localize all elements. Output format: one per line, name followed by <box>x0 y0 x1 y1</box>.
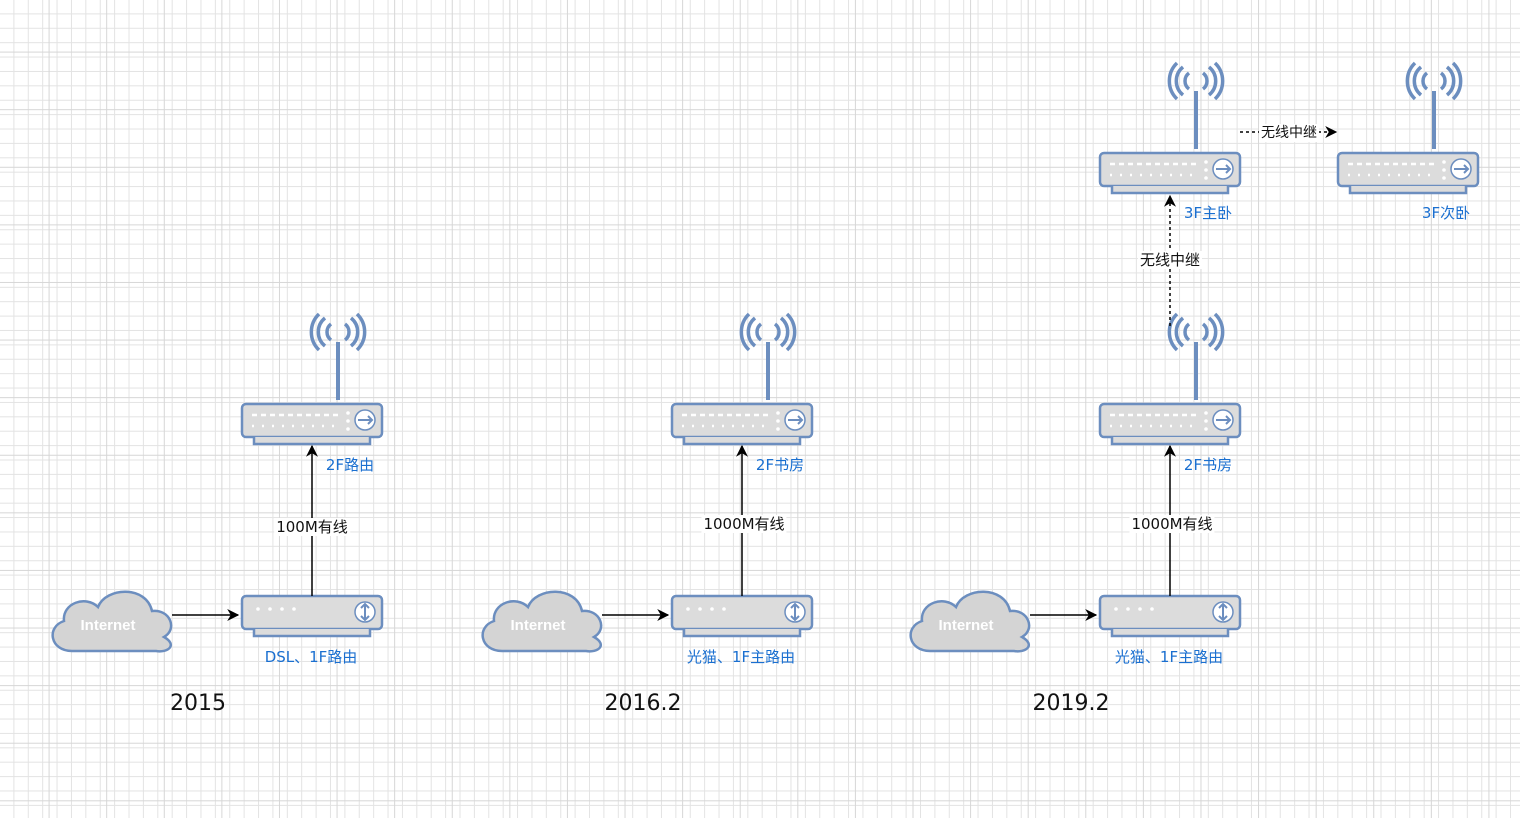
cloud-label: Internet <box>938 617 994 634</box>
router4-label: 3F次卧 <box>1421 204 1471 222</box>
modem-icon <box>240 594 384 638</box>
wireless-router-icon <box>1336 61 1480 195</box>
wireless-router-icon <box>670 312 814 446</box>
router-label: 2F书房 <box>1183 456 1233 474</box>
router-label: 2F书房 <box>755 456 805 474</box>
cloud-label: Internet <box>80 617 136 634</box>
modem-label: 光猫、1F主路由 <box>1114 648 1224 666</box>
relay-up-label: 无线中继 <box>1137 251 1203 269</box>
cloud-label: Internet <box>510 617 566 634</box>
era-2019 <box>909 61 1480 653</box>
era-2015 <box>51 312 384 653</box>
link-label: 1000M有线 <box>1129 515 1215 533</box>
modem-icon <box>670 594 814 638</box>
year-label: 2016.2 <box>604 691 682 716</box>
wireless-router-icon <box>1098 312 1242 446</box>
relay-side-label: 无线中继 <box>1259 124 1319 142</box>
year-label: 2015 <box>170 691 226 716</box>
modem-icon <box>1098 594 1242 638</box>
router-label: 2F路由 <box>325 456 375 474</box>
wireless-router-icon <box>240 312 384 446</box>
modem-label: 光猫、1F主路由 <box>686 648 796 666</box>
link-label: 1000M有线 <box>701 515 787 533</box>
era-2016 <box>481 312 814 653</box>
wireless-router-icon <box>1098 61 1242 195</box>
modem-label: DSL、1F路由 <box>264 648 358 666</box>
year-label: 2019.2 <box>1032 691 1110 716</box>
link-label: 100M有线 <box>274 518 350 536</box>
router3-label: 3F主卧 <box>1183 204 1233 222</box>
